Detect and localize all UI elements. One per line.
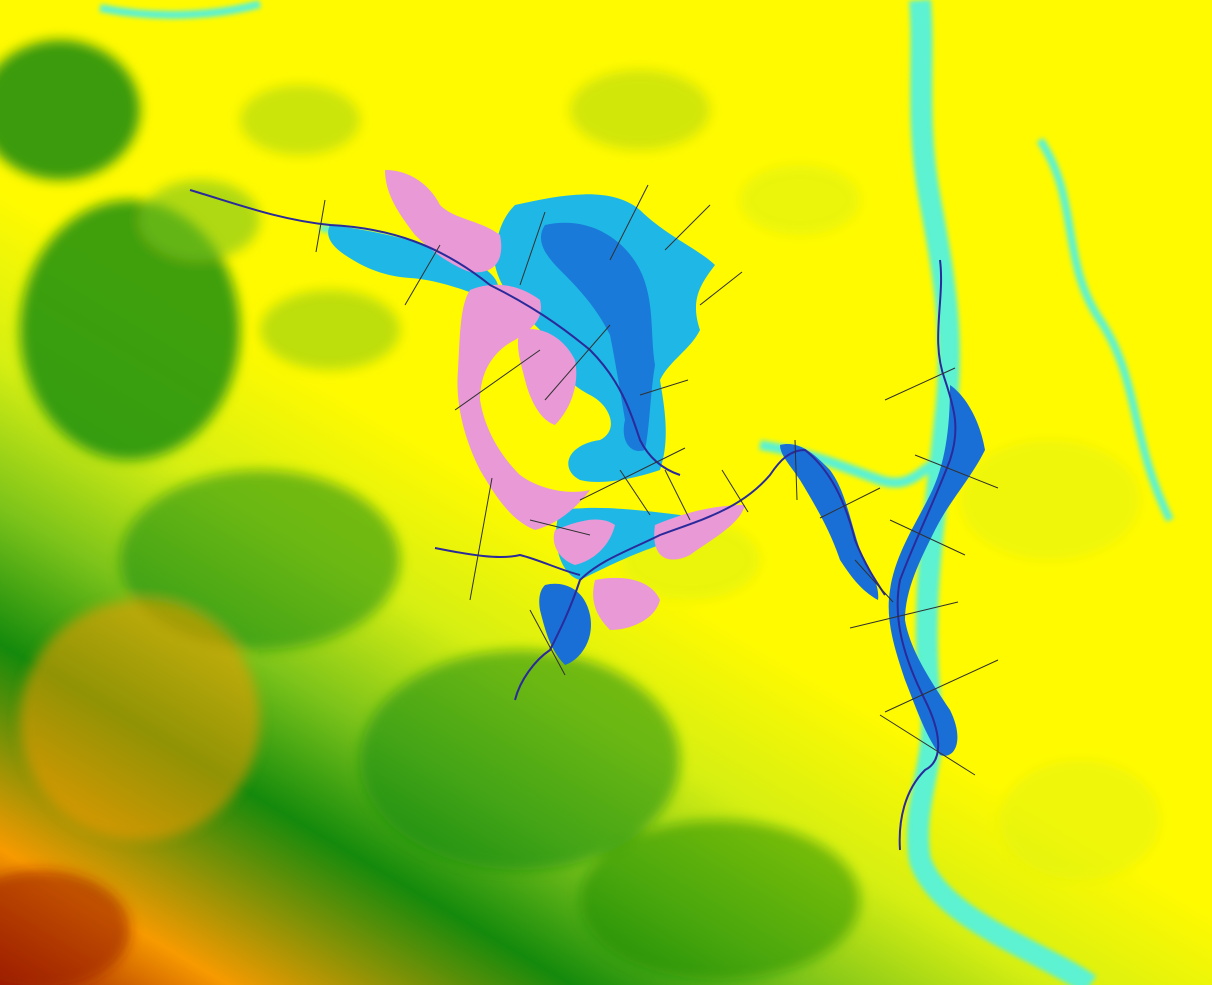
cross-section-line [819,487,881,519]
buildings-cluster-central [517,329,577,425]
centerline-main-river [896,259,957,851]
cross-section-line [914,454,999,489]
buildings-cluster-southeast [654,505,745,560]
buildings-layer [385,170,745,630]
cross-section-line [889,519,966,556]
centerline-southwest-tributary [434,547,581,576]
main-river-channel [906,0,1097,985]
buildings-cluster-northwest [385,170,502,273]
cross-section-line [721,469,749,513]
cross-section-line [854,559,894,603]
cross-section-line [619,469,651,516]
cross-section-line [664,469,691,521]
cross-sections-layer [315,184,999,776]
cross-section-line [884,659,999,713]
centerline-west [189,189,681,476]
cross-section-line [879,714,976,776]
east-lowland-channel [1036,137,1174,522]
flood-deep-tributary [780,444,879,600]
flood-deep-main-river [888,385,985,756]
cross-section-line [699,271,743,306]
buildings-cluster-south-2 [593,577,660,630]
river-centerline-layer [189,189,957,851]
cross-section-line [849,601,959,629]
cross-section-line [315,199,326,253]
north-channel [99,0,262,19]
cross-section-line [884,367,956,401]
cross-section-line [404,244,441,306]
cross-section-line [529,519,591,536]
flood-deep-north [540,222,655,451]
cross-section-line [519,211,546,286]
cross-section-line [664,204,711,251]
flood-extent-north [495,194,715,482]
cross-section-line [639,379,689,396]
buildings-cluster-west [457,284,590,530]
cross-section-line [469,477,493,601]
cross-section-line [544,324,611,401]
flood-extent-west-arm [328,225,499,300]
cross-section-line [609,184,649,261]
elevation-terrain-texture [0,40,1160,985]
cross-section-line [794,439,798,501]
cross-section-line [529,609,566,676]
cross-section-line [579,447,686,501]
centerline-south [514,448,886,701]
cross-section-line [454,349,541,411]
buildings-cluster-south-1 [553,519,615,565]
